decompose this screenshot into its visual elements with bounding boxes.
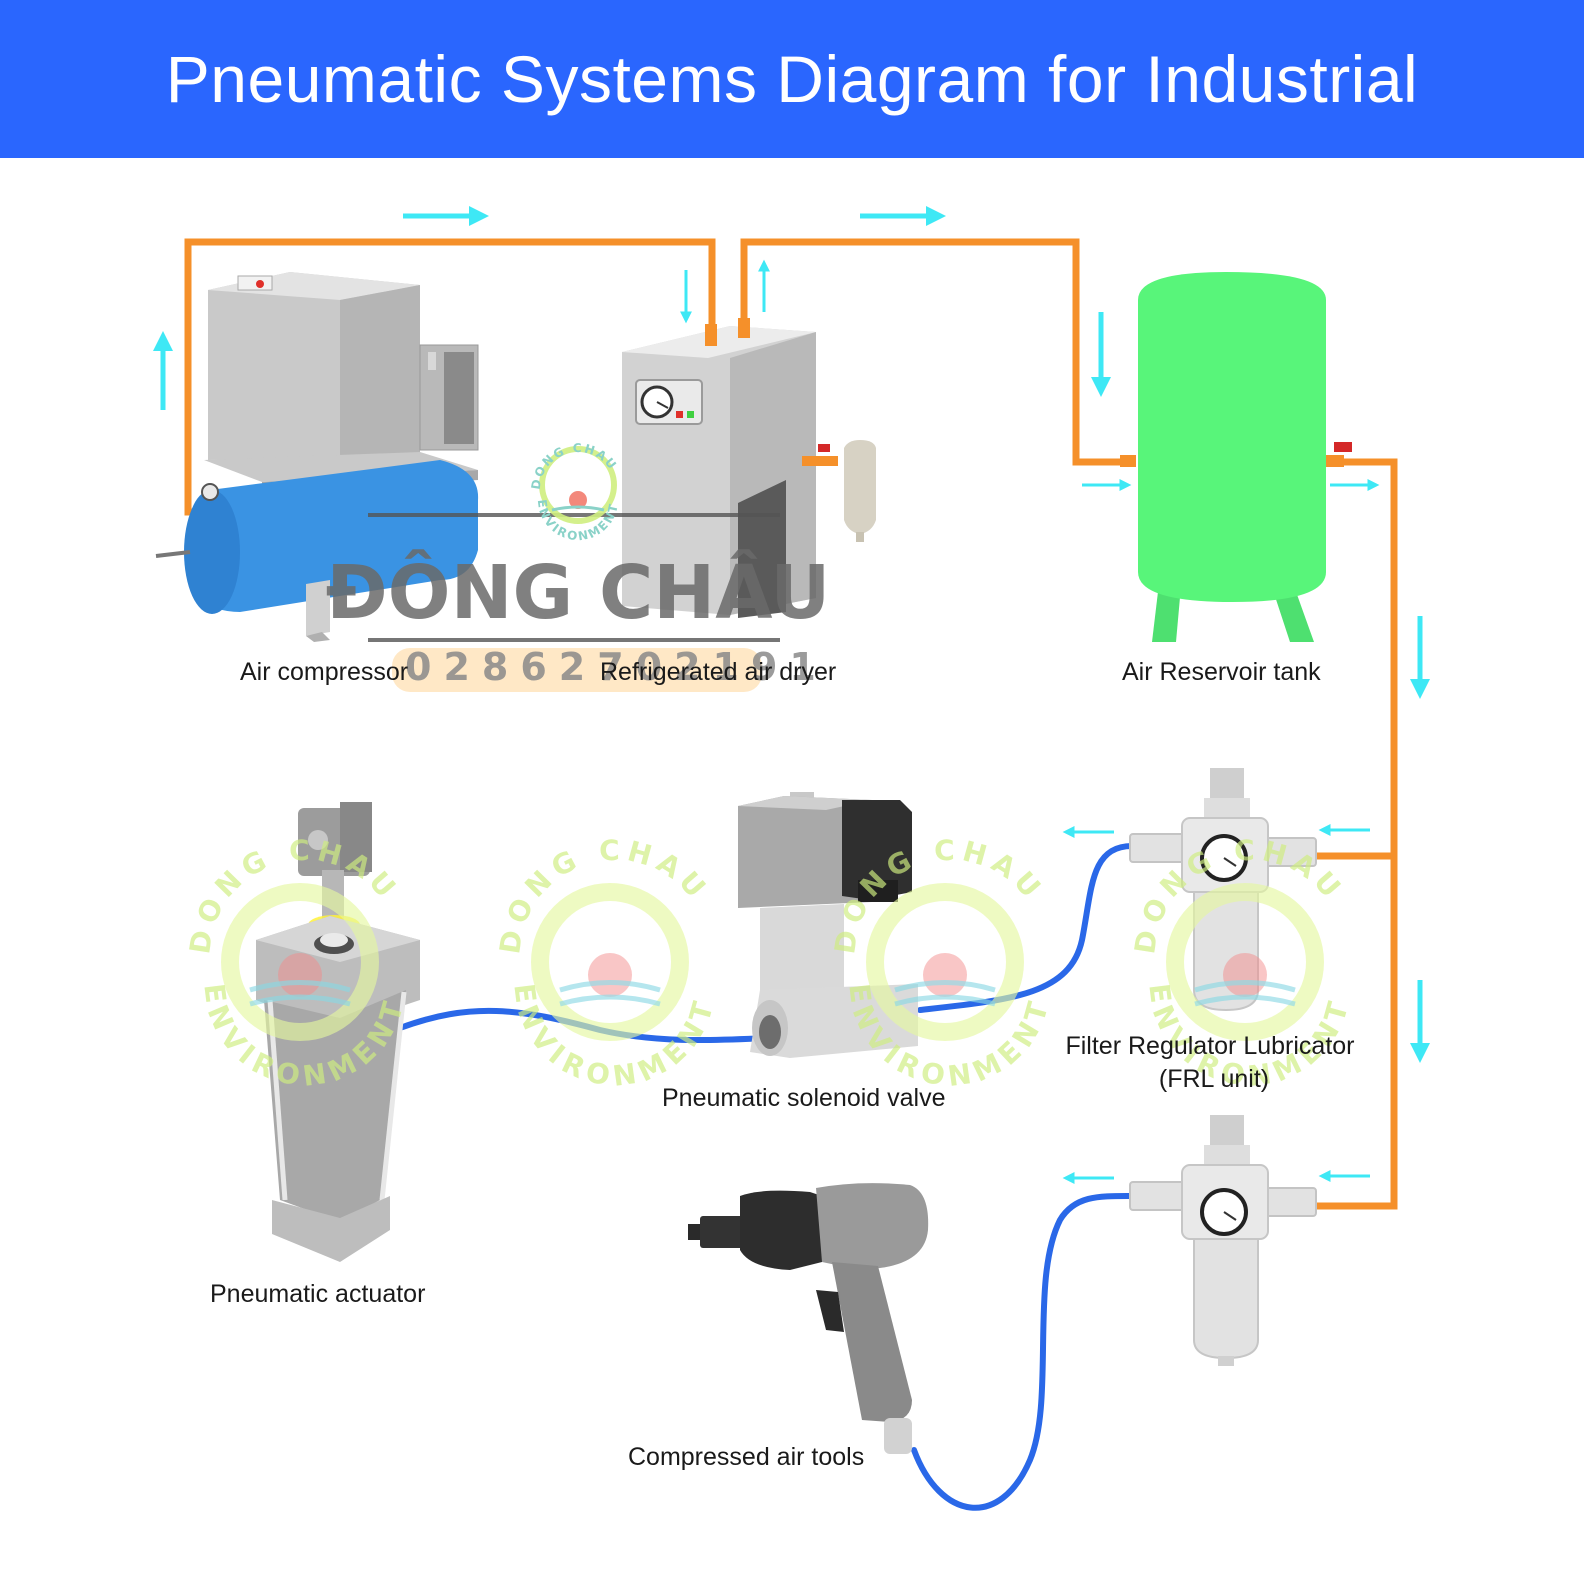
pneumatic-solenoid-valve — [738, 792, 918, 1058]
watermark-phone: 02862702191 — [405, 645, 828, 689]
brand-logo-icon — [539, 446, 617, 524]
tank-valve-icon — [1334, 442, 1352, 452]
logo-watermark: DONG CHAU ENVIRONMENT — [828, 834, 1050, 1093]
pressure-gauge-icon — [201, 483, 219, 501]
pipe-dryer-to-tank — [740, 238, 1130, 466]
pipe-tank-to-frl — [1316, 458, 1398, 1210]
page-title: Pneumatic Systems Diagram for Industrial — [165, 42, 1419, 116]
drain-valve-icon — [818, 444, 830, 452]
air-compressor — [155, 272, 479, 642]
hose-tool-frl2 — [911, 1192, 1135, 1511]
flow-arrows — [153, 206, 1430, 1184]
compressed-air-tool — [688, 1183, 929, 1454]
pneumatic-actuator — [256, 802, 420, 1262]
indicator-light-icon — [256, 280, 264, 288]
label-compressed-air-tools: Compressed air tools — [628, 1443, 864, 1471]
label-refrigerated-air-dryer: Refrigerated air dryer — [600, 658, 836, 686]
label-air-compressor: Air compressor — [240, 658, 408, 686]
watermark-arc-top: DONG CHAU — [529, 441, 619, 490]
label-air-reservoir-tank: Air Reservoir tank — [1122, 658, 1321, 686]
pipe-compressor-to-dryer — [184, 238, 716, 516]
refrigerated-air-dryer — [622, 318, 876, 618]
title-banner: Pneumatic Systems Diagram for Industrial — [0, 0, 1584, 158]
label-frl-unit-line1: Filter Regulator Lubricator — [1065, 1032, 1354, 1060]
label-pneumatic-solenoid-valve: Pneumatic solenoid valve — [662, 1084, 946, 1112]
frl-unit-2 — [1129, 1115, 1317, 1366]
air-pipes — [184, 238, 1398, 1210]
logo-watermark: DONG CHAU ENVIRONMENT — [493, 834, 715, 1093]
watermark-brand: ĐÔNG CHÂU — [326, 548, 831, 636]
label-frl-unit-line2: (FRL unit) — [1159, 1065, 1269, 1093]
component-labels: Air compressor Refrigerated air dryer Ai… — [210, 658, 1355, 1471]
label-pneumatic-actuator: Pneumatic actuator — [210, 1280, 425, 1308]
air-reservoir-tank — [1120, 272, 1352, 642]
solenoid-coil-icon — [842, 800, 912, 900]
svg-text:DONG CHAU: DONG CHAU — [529, 441, 621, 490]
frl-unit-1 — [1129, 768, 1317, 1012]
